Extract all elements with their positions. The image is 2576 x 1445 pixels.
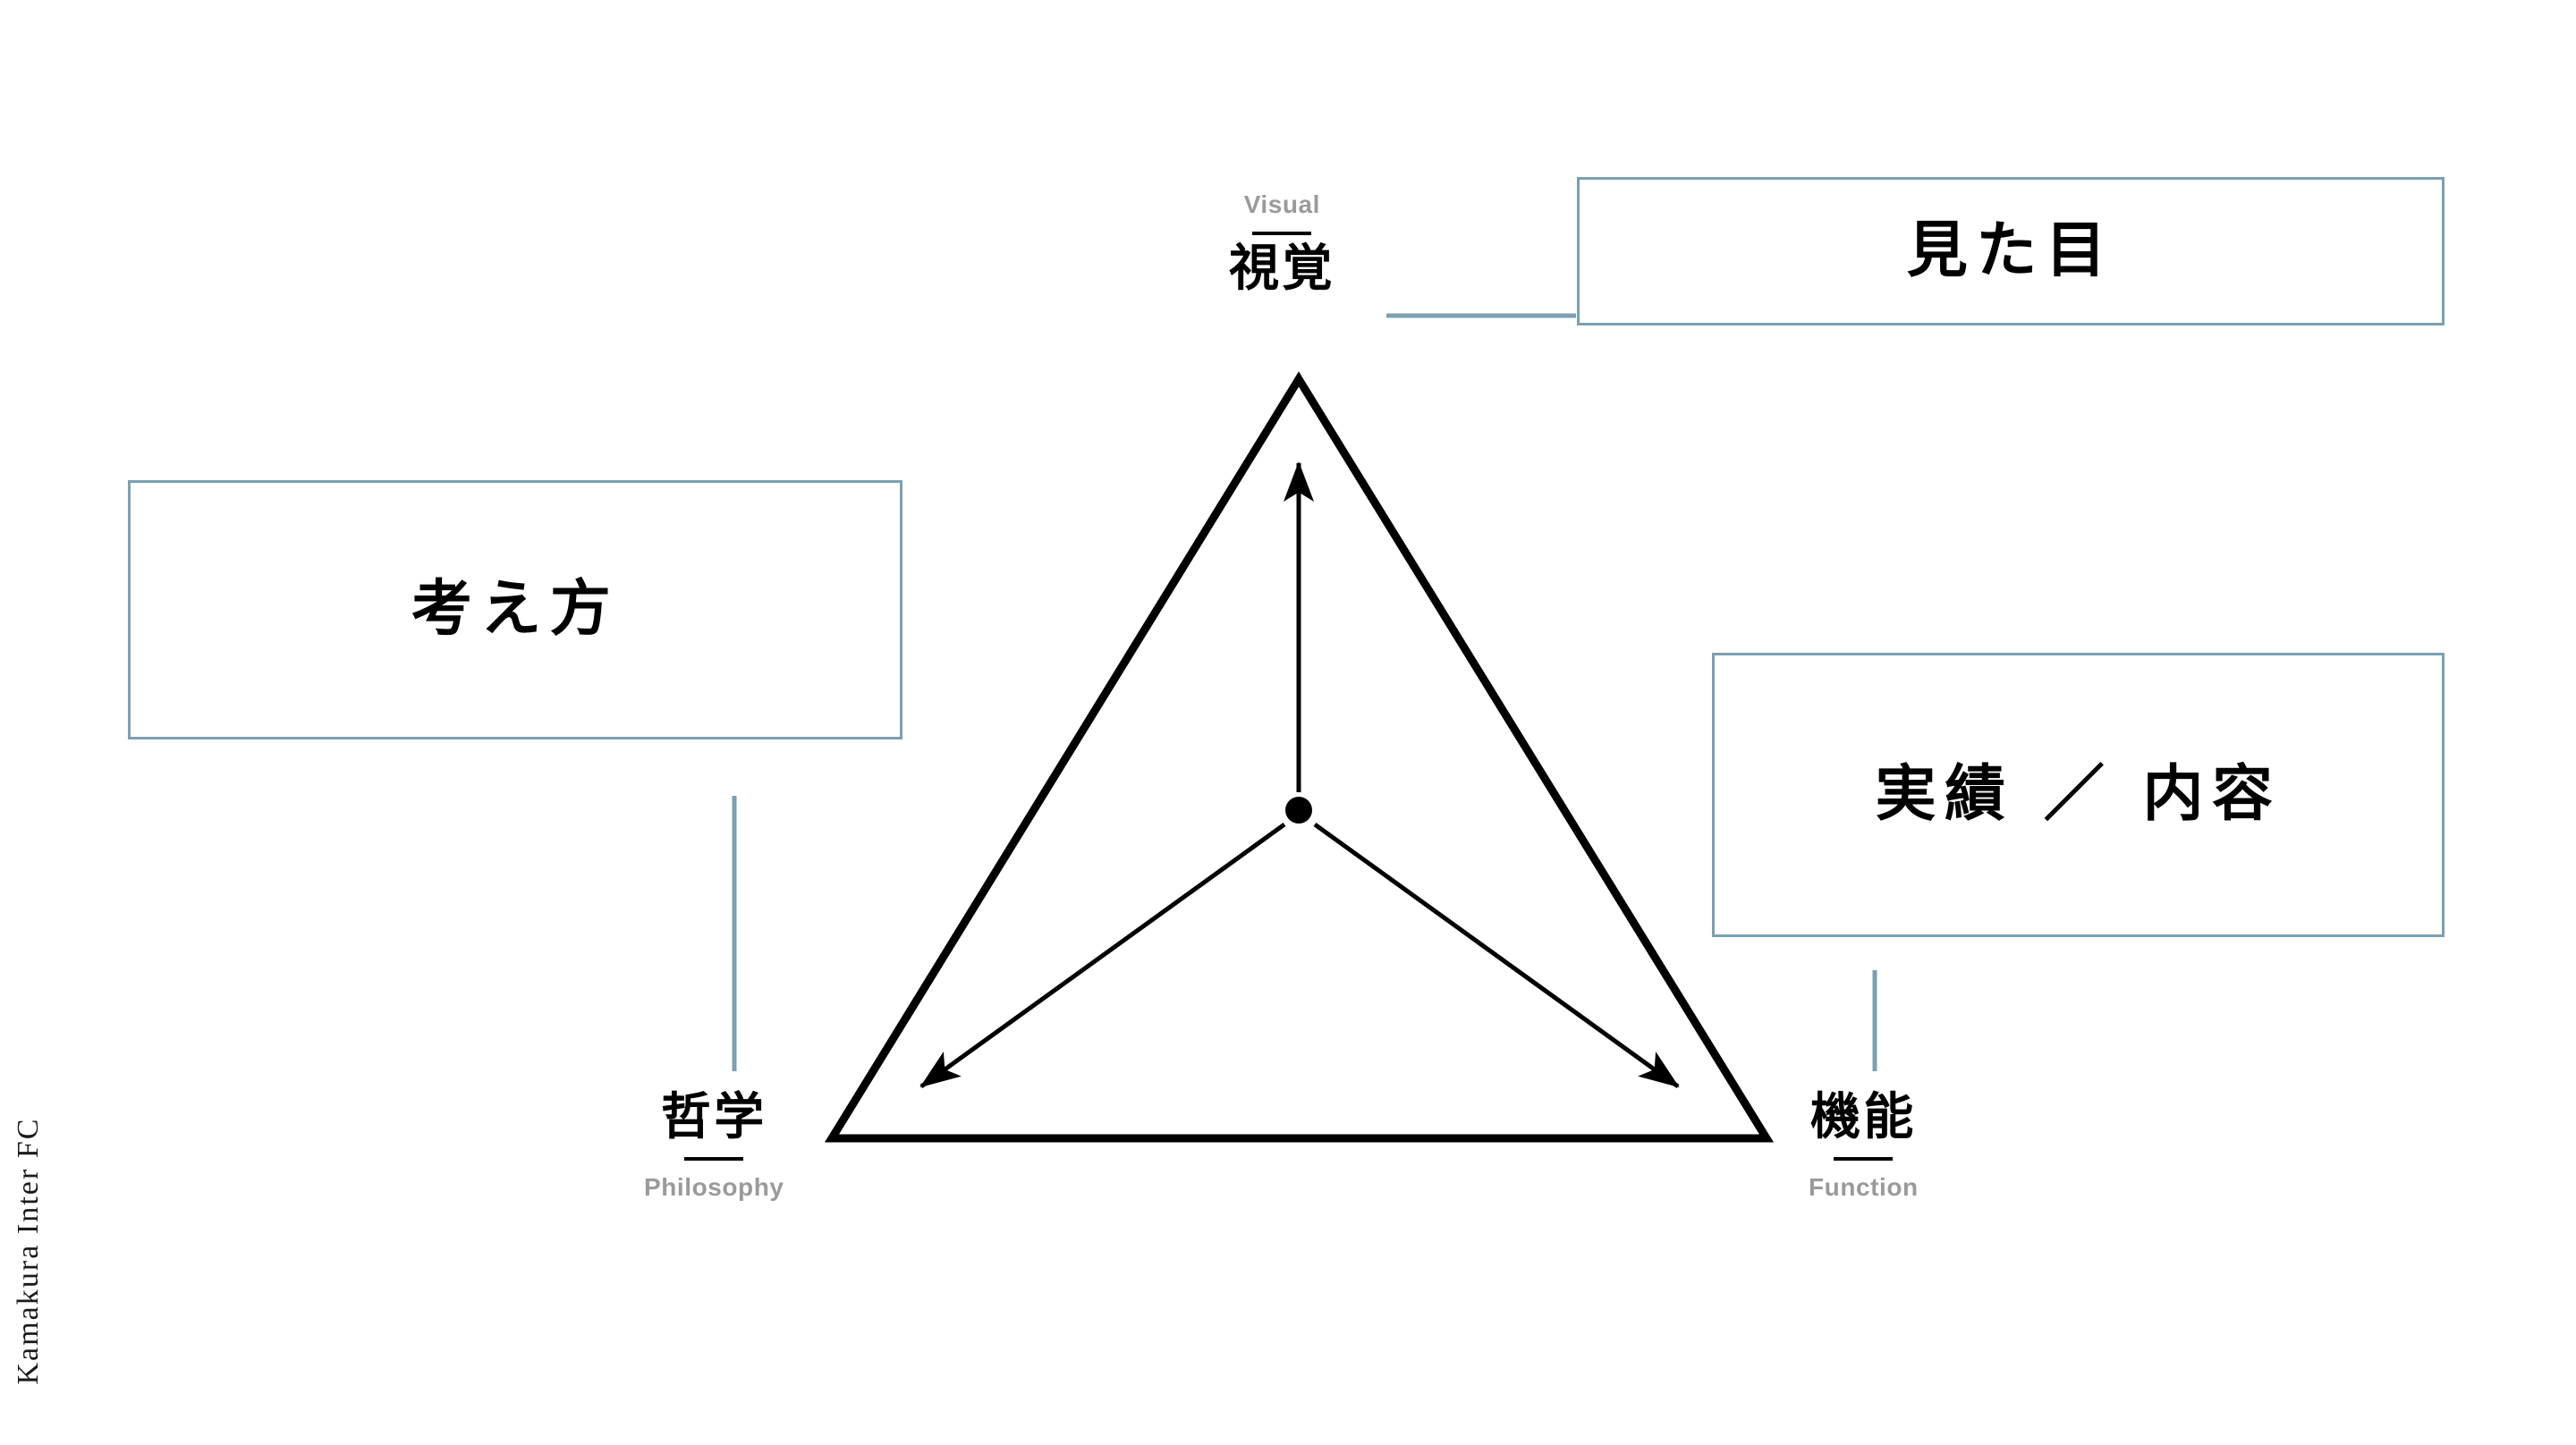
vertex-visual-en: Visual (1243, 190, 1321, 218)
vertex-function-en: Function (1809, 1173, 1919, 1201)
callout-box-philosophy[interactable]: 考え方 (128, 480, 902, 739)
vertex-visual-rule (1252, 232, 1312, 235)
vertex-philosophy-jp: 哲学 (660, 1088, 767, 1146)
callout-box-visual[interactable]: 見た目 (1577, 177, 2445, 325)
vertex-label-visual: Visual 視覚 (1229, 192, 1335, 294)
callout-visual-label: 見た目 (1906, 215, 2115, 286)
side-caption: Kamakura Inter FC (12, 1117, 45, 1385)
callout-function-label: 実績 ／ 内容 (1875, 759, 2282, 830)
vertex-label-philosophy: 哲学 Philosophy (644, 1093, 784, 1200)
vertex-philosophy-rule (684, 1157, 744, 1161)
vertex-function-rule (1834, 1157, 1894, 1161)
callout-philosophy-label: 考え方 (411, 574, 620, 645)
vertex-visual-jp: 視覚 (1229, 240, 1335, 298)
vertex-function-jp: 機能 (1809, 1088, 1917, 1146)
triangle-outline (824, 371, 1775, 1143)
vertex-philosophy-en: Philosophy (644, 1173, 784, 1201)
arrow-to-philosophy (919, 822, 1286, 1089)
callout-box-function[interactable]: 実績 ／ 内容 (1712, 653, 2445, 937)
centroid-dot-icon (1285, 797, 1312, 824)
arrow-to-function (1313, 822, 1680, 1089)
vertex-label-function: 機能 Function (1809, 1093, 1919, 1200)
